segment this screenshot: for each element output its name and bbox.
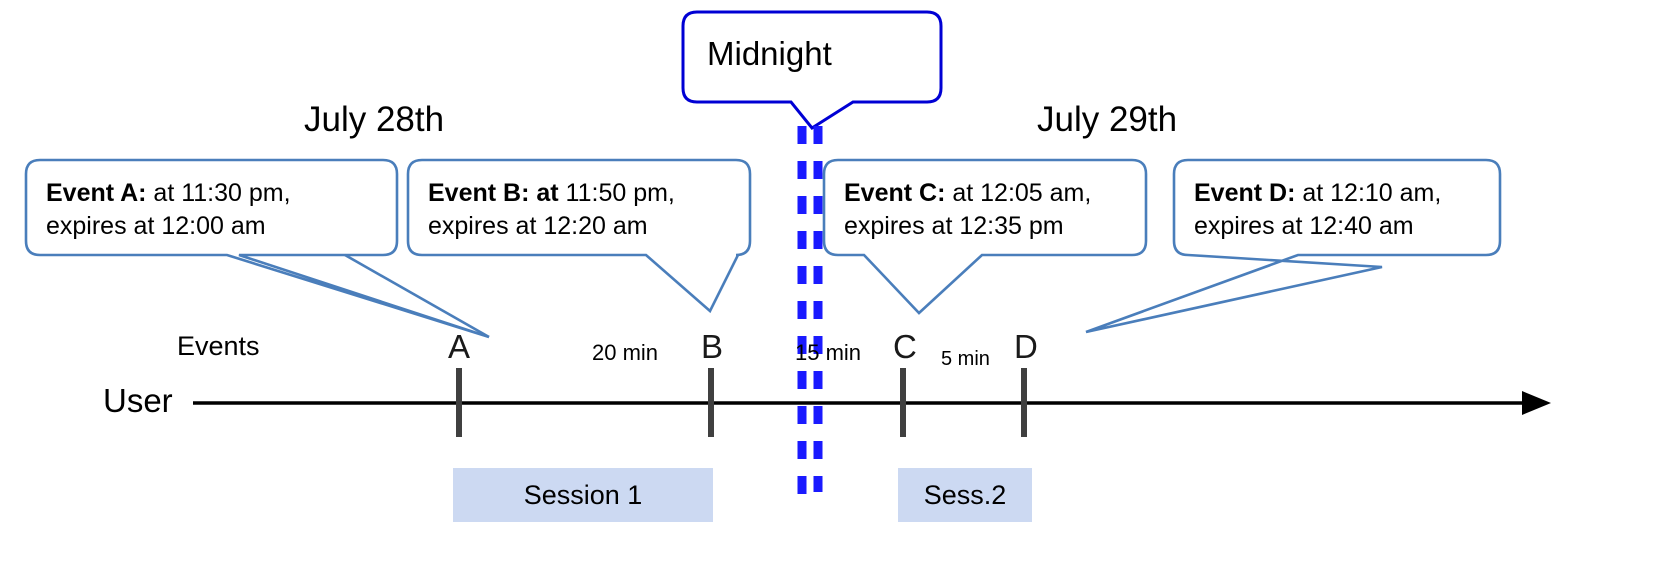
event-d-line1: Event D: at 12:10 am, [1194,177,1486,210]
day-label-right: July 29th [1037,100,1178,139]
event-a-line2: expires at 12:00 am [46,212,266,240]
gap-label-b-c: 15 min [795,340,862,365]
midnight-label: Midnight [707,35,832,72]
event-c-rest: at 12:05 am, [945,179,1092,207]
event-callout-a: Event A: at 11:30 pm, expires at 12:00 a… [26,168,397,255]
event-c-line1: Event C: at 12:05 am, [844,177,1132,210]
event-c-line2: expires at 12:35 pm [844,212,1064,240]
session-block-1: Session 1 [453,468,713,522]
tick-label-b: B [701,328,724,365]
event-d-bold: Event D: [1194,179,1296,207]
tick-label-a: A [448,328,471,365]
gap-label-a-b: 20 min [592,340,659,365]
tick-label-c: C [893,328,917,365]
event-b-rest: 11:50 pm, [558,179,675,207]
user-row-label: User [103,382,173,419]
event-b-line1: Event B: at 11:50 pm, [428,177,736,210]
event-a-line1: Event A: at 11:30 pm, [46,177,383,210]
event-callout-c: Event C: at 12:05 am, expires at 12:35 p… [824,168,1146,255]
event-a-bold: Event A: [46,179,147,207]
events-row-label: Events [177,331,260,361]
event-a-rest: at 11:30 pm, [146,179,291,207]
event-c-bold: Event C: [844,179,946,207]
event-d-rest: at 12:10 am, [1295,179,1442,207]
tick-label-d: D [1014,328,1038,365]
gap-label-c-d: 5 min [941,348,990,370]
event-a-tail-line [344,253,490,339]
timeline-arrowhead [1522,391,1551,415]
event-b-bold: Event B: at [428,179,559,207]
event-b-line2: expires at 12:20 am [428,212,648,240]
day-label-left: July 28th [304,100,445,139]
event-callout-b: Event B: at 11:50 pm, expires at 12:20 a… [408,168,750,255]
session-block-2: Sess.2 [898,468,1032,522]
event-callout-d: Event D: at 12:10 am, expires at 12:40 a… [1174,168,1500,255]
event-d-line2: expires at 12:40 am [1194,212,1414,240]
